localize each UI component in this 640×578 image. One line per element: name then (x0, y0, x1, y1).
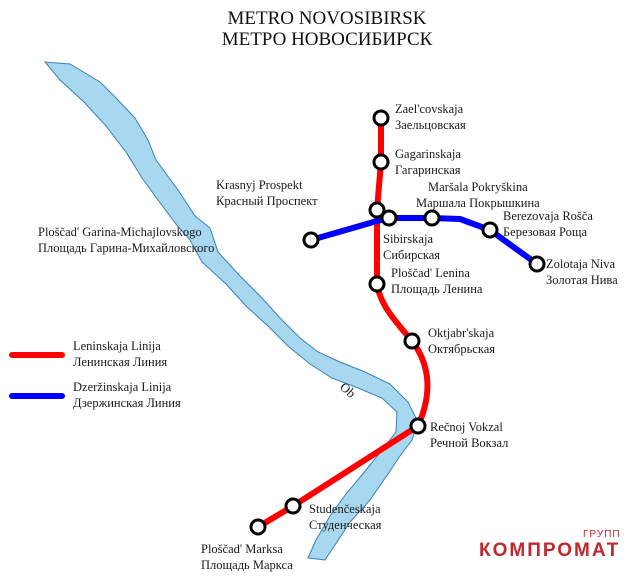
station-marker-ploscad-marksa[interactable] (249, 518, 267, 536)
station-labels: Zael'covskaja Заельцовская Gagarinskaja … (38, 102, 618, 572)
watermark: ГРУПП КОМПРОМАТ (479, 529, 621, 561)
station-label-cyrillic: Октябрьская (428, 342, 495, 356)
station-label-cyrillic: Маршала Покрышкина (416, 196, 540, 210)
station-label-cyrillic: Площадь Гарина-Михайловского (38, 241, 214, 255)
station-label-cyrillic: Площадь Ленина (391, 282, 483, 296)
station-label-latin: Berezovaja Rošča (503, 209, 593, 223)
station-label-latin: Ploščad' Lenina (391, 266, 470, 280)
station-marker-recnoj-vokzal[interactable] (409, 417, 427, 435)
station-label-cyrillic: Гагаринская (395, 163, 461, 177)
station-label-cyrillic: Речной Вокзал (430, 436, 508, 450)
station-marker-ploscad-lenina[interactable] (368, 275, 386, 293)
station-markers (249, 109, 546, 536)
station-label-cyrillic: Сибирская (383, 248, 440, 262)
legend: Leninskaja Linija Ленинская Линия Dzerži… (9, 339, 181, 410)
legend-label-latin: Leninskaja Linija (73, 339, 161, 353)
station-marker-krasnyj-prospekt[interactable] (368, 201, 386, 219)
station-marker-gagarinskaja[interactable] (372, 153, 390, 171)
station-label-cyrillic: Березовая Роща (503, 225, 587, 239)
watermark-main: КОМПРОМАТ (479, 540, 620, 561)
station-label-latin: Gagarinskaja (395, 147, 461, 161)
station-label-latin: Sibirskaja (383, 232, 433, 246)
station-label-cyrillic: Золотая Нива (546, 273, 618, 287)
station-label-cyrillic: Студенческая (309, 518, 382, 532)
station-label-latin: Rečnoj Vokzal (430, 420, 503, 434)
station-label-latin: Krasnyj Prospekt (216, 178, 303, 192)
station-marker-sibirskaja[interactable] (380, 209, 398, 227)
map-title-cyrillic: МЕТРО НОВОСИБИРСК (222, 29, 433, 50)
station-marker-oktjabrskaja[interactable] (403, 332, 421, 350)
river-ob (43, 61, 419, 561)
station-label-latin: Zael'covskaja (395, 102, 464, 116)
station-label-latin: Ploščad' Marksa (201, 542, 283, 556)
station-label-latin: Maršala Pokryškina (428, 180, 528, 194)
station-label-latin: Zolotaja Niva (546, 257, 616, 271)
station-marker-zaelcovskaja[interactable] (372, 109, 390, 127)
station-label-cyrillic: Заельцовская (395, 118, 466, 132)
station-label-cyrillic: Красный Проспект (216, 194, 318, 208)
legend-label-cyrillic: Дзержинская Линия (73, 396, 181, 410)
station-label-latin: Oktjabr'skaja (428, 326, 495, 340)
watermark-small: ГРУПП (583, 529, 621, 540)
station-label-latin: Ploščad' Garina-Michajlovskogo (38, 225, 202, 239)
legend-label-cyrillic: Ленинская Линия (73, 355, 167, 369)
station-marker-berezovaja-rosca[interactable] (481, 221, 499, 239)
station-marker-marsala-pokryskina[interactable] (423, 209, 441, 227)
station-marker-ploscad-garina[interactable] (302, 231, 320, 249)
station-label-latin: Studenčeskaja (309, 502, 381, 516)
station-marker-studenceskaja[interactable] (284, 497, 302, 515)
station-label-cyrillic: Площадь Маркса (201, 558, 293, 572)
legend-label-latin: Dzeržinskaja Linija (73, 380, 172, 394)
map-title-latin: METRO NOVOSIBIRSK (228, 8, 427, 29)
station-marker-zolotaja-niva[interactable] (528, 255, 546, 273)
